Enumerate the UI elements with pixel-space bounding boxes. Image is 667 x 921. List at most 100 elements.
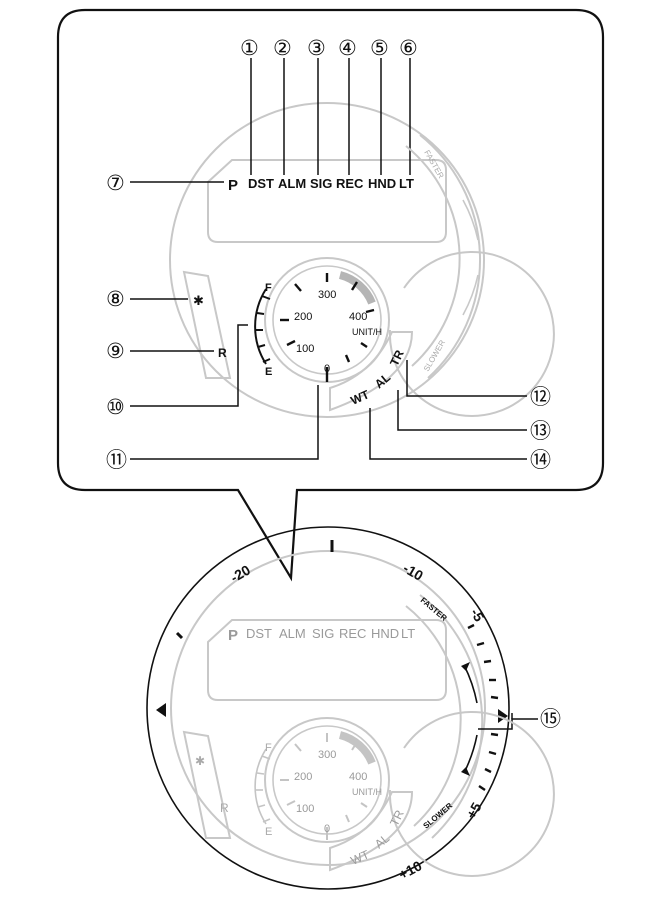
bezel-left-triangle (156, 703, 166, 717)
bezel-plus-5: +5 (463, 799, 485, 821)
face-fe-f: F (265, 742, 272, 754)
face-r: R (220, 801, 229, 815)
face-indicator-alm: ALM (279, 626, 306, 641)
callout-3: ③ (307, 37, 326, 60)
face-dial-unit: UNIT/H (352, 787, 382, 797)
tick (360, 342, 368, 348)
bezel-tick (483, 659, 492, 664)
indicator-sig: SIG (310, 176, 332, 191)
leader-11 (130, 385, 319, 460)
sub-dial: 300 200 400 100 0 UNIT/H (264, 250, 555, 417)
slower-arrow (462, 274, 479, 316)
face-tick (345, 814, 350, 823)
fe-f: F (265, 282, 272, 294)
bezel-left-mark (175, 631, 184, 640)
face-indicator-sig: SIG (312, 626, 334, 641)
face-indicator-lt: LT (401, 626, 415, 641)
dial-200: 200 (294, 311, 312, 323)
face-tick (286, 800, 296, 806)
dial-highlight (338, 271, 376, 305)
fe-tick (262, 358, 271, 363)
callout-13: ⑬ (530, 420, 551, 443)
indicator-dst: DST (248, 176, 274, 191)
tick (286, 339, 296, 347)
dial-300: 300 (318, 289, 336, 301)
callout-11: ⑪ (106, 449, 127, 472)
leader-14 (369, 408, 527, 460)
face-sub-dial-ring (264, 717, 390, 843)
lcd-window (207, 159, 447, 243)
bezel-minus-20: -20 (228, 562, 254, 586)
face-tick (360, 802, 368, 808)
fe-tick (257, 344, 266, 348)
dial-0: 0 (324, 363, 330, 375)
face-lcd-window (207, 619, 447, 701)
fe-tick (261, 295, 271, 300)
indicator-tr: TR (387, 348, 407, 369)
face-fe-e: E (265, 826, 272, 838)
bezel-minus-10: -10 (401, 560, 427, 584)
fe-tick (256, 312, 265, 315)
bezel-tick (490, 732, 499, 737)
face-dial-200: 200 (294, 771, 312, 783)
face-fe-tick (262, 818, 271, 823)
bezel-minute-ticks (467, 623, 499, 791)
callout-9: ⑨ (106, 340, 125, 363)
face-sub-dial: 300 200 400 100 0 UNIT/H (264, 710, 555, 877)
dial-unit: UNIT/H (352, 327, 382, 337)
callout-14: ⑭ (530, 449, 551, 472)
face-bluetooth: ✱ (195, 754, 205, 768)
dial-100: 100 (296, 343, 314, 355)
face-tr: TR (387, 808, 407, 829)
tick (344, 354, 351, 363)
indicator-rec: REC (336, 176, 364, 191)
indicator-alm: ALM (278, 176, 306, 191)
callout-10: ⑩ (106, 396, 125, 419)
watch-face: -20 -10 -5 +5 +10 P DST ALM SIG REC HND … (146, 526, 561, 890)
face-dial-300: 300 (318, 749, 336, 761)
face-sub-dial-bezel (388, 710, 555, 877)
fe-gauge: F E (254, 282, 272, 378)
face-dial-400: 400 (349, 771, 367, 783)
face-indicator-hnd: HND (371, 626, 399, 641)
callout-1: ① (240, 37, 259, 60)
indicator-r: R (218, 346, 227, 360)
tick (365, 308, 375, 314)
face-faster-arrowhead (461, 662, 470, 671)
callout-7: ⑦ (106, 172, 125, 195)
face-indicator-dst: DST (246, 626, 272, 641)
face-slower-label: SLOWER (422, 801, 455, 831)
face-fe-tick (261, 755, 271, 760)
callout-12: ⑫ (530, 386, 551, 409)
face-fe-gauge: F E (254, 742, 272, 838)
face-indicator-rec: REC (339, 626, 366, 641)
left-side-band (182, 270, 232, 379)
bezel-tick (488, 750, 497, 756)
fe-e: E (265, 366, 272, 378)
face-wat-window (329, 791, 414, 872)
bezel-tick (476, 641, 485, 647)
leader-12 (406, 360, 527, 397)
leader-15 (478, 718, 538, 730)
tick (350, 281, 359, 291)
bezel-plus-10: +10 (396, 857, 425, 882)
bezel-tick (478, 785, 486, 791)
face-slower-arrowhead (461, 767, 470, 776)
face-dial-100: 100 (296, 803, 314, 815)
callout-15: ⑮ (540, 708, 561, 731)
face-left-band (182, 730, 232, 839)
indicator-p: P (228, 177, 238, 194)
face-tick (351, 741, 358, 751)
face-tick (294, 743, 302, 752)
leader-10 (130, 324, 248, 407)
face-dial-0: 0 (324, 823, 330, 835)
callout-6: ⑥ (399, 37, 418, 60)
indicator-lt: LT (399, 176, 414, 191)
bezel-right-triangle (498, 709, 508, 723)
faster-arrow (462, 199, 479, 241)
watch-inner-ring (170, 550, 486, 866)
tick (294, 283, 302, 292)
bezel-tick (490, 695, 499, 700)
callout-2: ② (273, 37, 292, 60)
